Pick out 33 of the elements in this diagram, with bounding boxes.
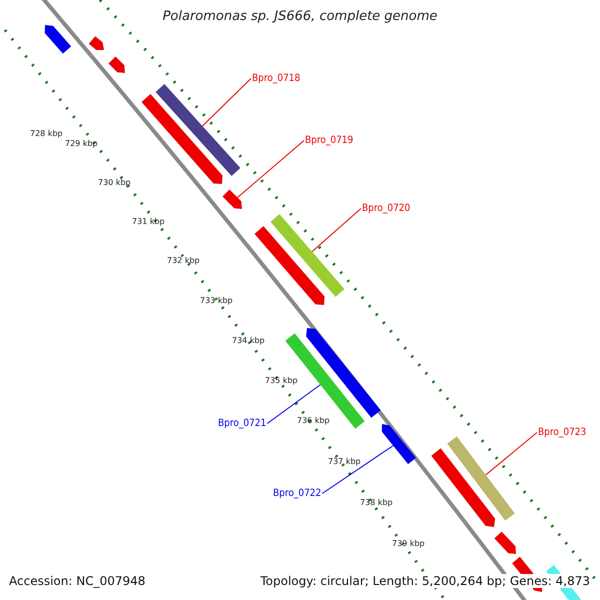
scale-tick-label: 734 kbp xyxy=(232,336,265,345)
scale-tick-label: 735 kbp xyxy=(265,376,298,385)
scale-tick-label: 731 kbp xyxy=(132,217,165,226)
gene-label: Bpro_0719 xyxy=(305,135,354,146)
gene-feature-bar xyxy=(222,190,242,209)
gene-label: Bpro_0721 xyxy=(218,418,266,429)
gene-label: Bpro_0722 xyxy=(273,488,322,499)
leader-line xyxy=(202,78,252,126)
scale-tick-label: 737 kbp xyxy=(328,457,361,466)
scale-tick-label: 732 kbp xyxy=(167,256,200,265)
leader-line xyxy=(237,140,304,198)
leader-line xyxy=(485,432,538,476)
gene-feature-bar xyxy=(447,436,515,521)
leader-line xyxy=(266,384,321,424)
leader-line xyxy=(322,445,394,494)
gene-feature-bar xyxy=(156,84,240,176)
gene-label: Bpro_0723 xyxy=(538,427,586,438)
gene-feature-bar xyxy=(285,333,365,429)
gene-label: Bpro_0718 xyxy=(252,73,300,84)
scale-tick-label: 739 kbp xyxy=(392,539,425,548)
leader-line xyxy=(312,208,362,252)
genome-info-text: Topology: circular; Length: 5,200,264 bp; Genes: 4,873 xyxy=(260,574,590,588)
gene-feature-bar xyxy=(382,424,416,464)
scale-tick-label: 733 kbp xyxy=(200,296,233,305)
gene-label: Bpro_0720 xyxy=(362,203,410,214)
scale-tick-label: 730 kbp xyxy=(98,178,131,187)
scale-tick-label: 729 kbp xyxy=(65,139,98,148)
scale-tick-label: 738 kbp xyxy=(360,498,393,507)
scale-tick-label: 728 kbp xyxy=(30,129,63,138)
diagram-title: Polaromonas sp. JS666, complete genome xyxy=(162,9,438,24)
accession-text: Accession: NC_007948 xyxy=(9,574,146,588)
scale-tick-label: 736 kbp xyxy=(297,416,330,425)
gene-feature-bar xyxy=(270,214,344,297)
